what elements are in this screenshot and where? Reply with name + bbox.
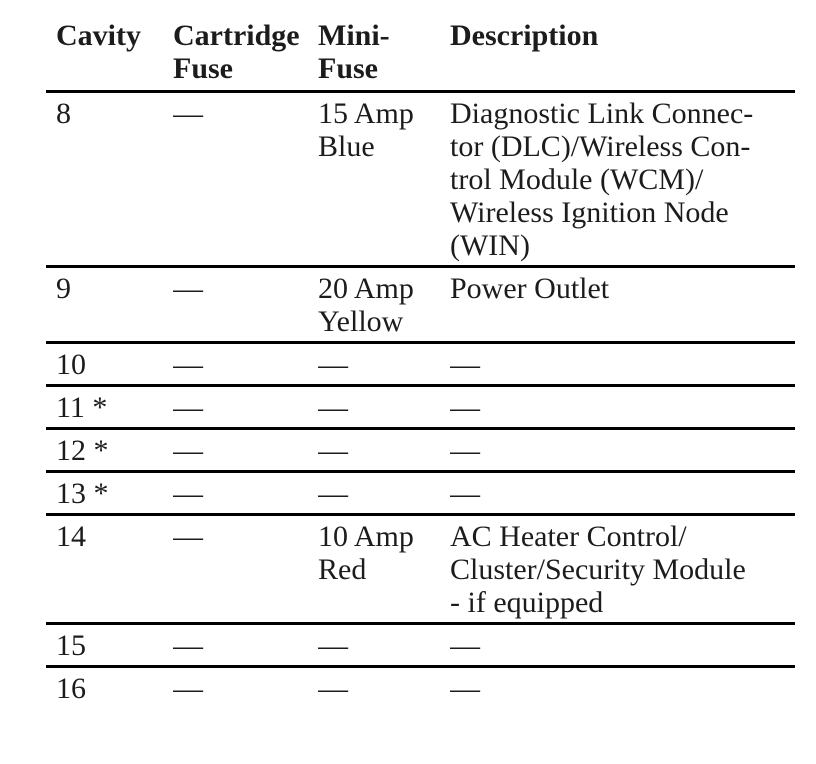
table-row: 8 — 15 Amp Blue Diagnostic Link Connec- …	[46, 91, 795, 268]
table-row: 9 — 20 Amp Yellow Power Outlet	[46, 266, 795, 344]
table-row: 14 — 10 Amp Red AC Heater Control/ Clust…	[46, 514, 795, 625]
cell-mini-fuse: 15 Amp Blue	[318, 91, 450, 268]
cell-description: —	[450, 623, 795, 668]
column-header-cartridge-fuse: Cartridge Fuse	[173, 0, 318, 93]
table-row: 15 — — —	[46, 623, 795, 668]
cell-cartridge-fuse: —	[173, 672, 203, 705]
cell-cartridge-fuse: —	[173, 266, 318, 344]
cell-mini-fuse: 10 Amp Red	[318, 514, 450, 625]
header-row: Cavity Cartridge Fuse Mini- Fuse Descrip…	[46, 0, 795, 93]
column-header-cavity: Cavity	[46, 0, 173, 93]
table-row: 11 * — — —	[46, 385, 795, 430]
column-header-mini-fuse: Mini- Fuse	[318, 0, 450, 93]
cell-mini-fuse: —	[318, 672, 348, 705]
fuse-table: Cavity Cartridge Fuse Mini- Fuse Descrip…	[46, 0, 795, 708]
table-row: 16 — — —	[46, 667, 795, 709]
cell-mini-fuse: —	[318, 342, 450, 387]
cell-cavity: 12 *	[46, 428, 173, 473]
cell-cartridge-fuse: —	[173, 428, 318, 473]
cell-cartridge-fuse: —	[173, 91, 318, 268]
column-header-description: Description	[450, 0, 795, 93]
cell-cavity: 14	[46, 514, 173, 625]
cell-description: —	[450, 672, 480, 705]
cell-description: —	[450, 342, 795, 387]
cell-mini-fuse: —	[318, 623, 450, 668]
table-row: 12 * — — —	[46, 428, 795, 473]
cell-mini-fuse: —	[318, 385, 450, 430]
cell-mini-fuse: —	[318, 428, 450, 473]
cell-description: —	[450, 428, 795, 473]
cell-mini-fuse: 20 Amp Yellow	[318, 266, 450, 344]
table-row: 10 — — —	[46, 342, 795, 387]
cell-cavity: 15	[46, 623, 173, 668]
cell-cartridge-fuse: —	[173, 385, 318, 430]
cell-cavity: 13 *	[46, 471, 173, 516]
cell-cavity: 9	[46, 266, 173, 344]
table-row: 13 * — — —	[46, 471, 795, 516]
cell-cavity: 11 *	[46, 385, 173, 430]
cell-description: Power Outlet	[450, 266, 795, 344]
cell-description: Diagnostic Link Connec- tor (DLC)/Wirele…	[450, 91, 795, 268]
cell-cartridge-fuse: —	[173, 514, 318, 625]
cell-description: —	[450, 385, 795, 430]
cell-description: —	[450, 471, 795, 516]
cell-cavity: 16	[56, 672, 86, 705]
cell-cartridge-fuse: —	[173, 342, 318, 387]
cell-description: AC Heater Control/ Cluster/Security Modu…	[450, 514, 795, 625]
cell-cartridge-fuse: —	[173, 471, 318, 516]
cell-cavity: 8	[46, 91, 173, 268]
cell-mini-fuse: —	[318, 471, 450, 516]
cell-cavity: 10	[46, 342, 173, 387]
cell-cartridge-fuse: —	[173, 623, 318, 668]
